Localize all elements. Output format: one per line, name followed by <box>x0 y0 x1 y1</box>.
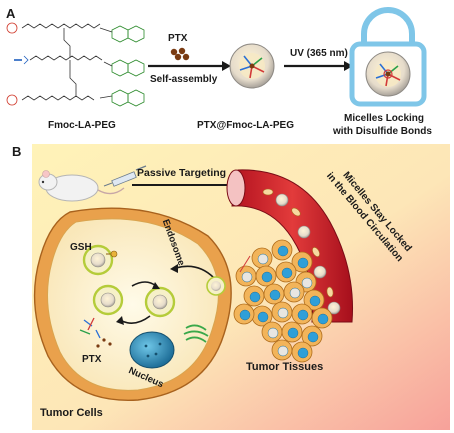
trigger-label: UV (365 nm) <box>290 48 348 59</box>
self-assembly-arrowhead <box>222 61 231 71</box>
tumor-tissue-cell <box>251 247 273 269</box>
uv-arrowhead <box>344 61 353 71</box>
tumor-tissue-cell <box>243 285 265 307</box>
tumor-tissue-cell <box>251 305 273 327</box>
gsh-molecule-icon <box>106 250 118 258</box>
panel-b: B Passive Targeting <box>12 144 450 430</box>
tumor-tissue-cell <box>281 321 303 343</box>
fmoc-la-peg-structure <box>6 22 145 107</box>
process-label: Self-assembly <box>150 74 218 85</box>
ptx-micelle <box>229 43 275 89</box>
tumor-tissue-cell <box>301 325 323 347</box>
tumor-tissue-cell <box>311 307 333 329</box>
tumor-tissue-cell <box>303 289 325 311</box>
internal-arrowhead-2 <box>116 316 124 325</box>
targeting-label: Passive Targeting <box>137 167 226 179</box>
released-drug-fragments <box>79 317 112 348</box>
tumor-tissue-cell <box>291 341 313 363</box>
drug-label: PTX <box>168 33 188 44</box>
tumor-tissue-cell <box>263 283 285 305</box>
tumor-tissue-cell <box>255 265 277 287</box>
internal-arrowhead-1 <box>152 282 160 289</box>
tumor-tissue-cell <box>235 265 257 287</box>
result-label-line1: Micelles Locking <box>344 113 424 124</box>
endosome-3 <box>144 286 176 318</box>
blood-vessel <box>226 169 353 323</box>
endosome-1 <box>82 244 114 276</box>
uptake-arrow <box>175 265 215 279</box>
panel-a: A Fmoc-LA-PEG PTX <box>6 6 432 137</box>
tumor-tissue-cell <box>271 239 293 261</box>
tumor-tissue-cell <box>275 261 297 283</box>
lock-icon <box>349 7 427 107</box>
extravasation-line <box>239 255 251 273</box>
syringe-icon <box>103 165 147 187</box>
ptx-drug-dots <box>170 47 190 61</box>
tumor-tissue-cell <box>291 251 313 273</box>
locked-micelle <box>365 51 411 97</box>
golgi-apparatus <box>183 324 209 343</box>
molecule-label: Fmoc-LA-PEG <box>48 120 116 131</box>
gsh-label: GSH <box>70 242 92 253</box>
nucleus <box>129 331 175 369</box>
tumor-tissue-cell <box>271 339 293 361</box>
drug-release-label: PTX <box>82 354 102 365</box>
entering-micelle <box>206 276 226 296</box>
tumor-tissue-cluster <box>233 239 333 363</box>
cell-label: Tumor Cells <box>40 407 103 419</box>
uptake-arrowhead <box>170 264 178 273</box>
mouse-icon <box>38 170 125 202</box>
tissue-label: Tumor Tissues <box>246 361 323 373</box>
result-label-line2: with Disulfide Bonds <box>332 126 432 137</box>
panel-a-label: A <box>6 6 16 21</box>
tumor-tissue-cell <box>271 301 293 323</box>
micelle-label: PTX@Fmoc-LA-PEG <box>197 120 294 131</box>
tumor-tissue-cell <box>283 281 305 303</box>
tumor-tissue-cell <box>261 321 283 343</box>
panel-b-label: B <box>12 144 21 159</box>
endosome-2 <box>92 284 124 316</box>
tumor-tissue-cell <box>233 303 255 325</box>
tumor-tissue-cell <box>291 303 313 325</box>
